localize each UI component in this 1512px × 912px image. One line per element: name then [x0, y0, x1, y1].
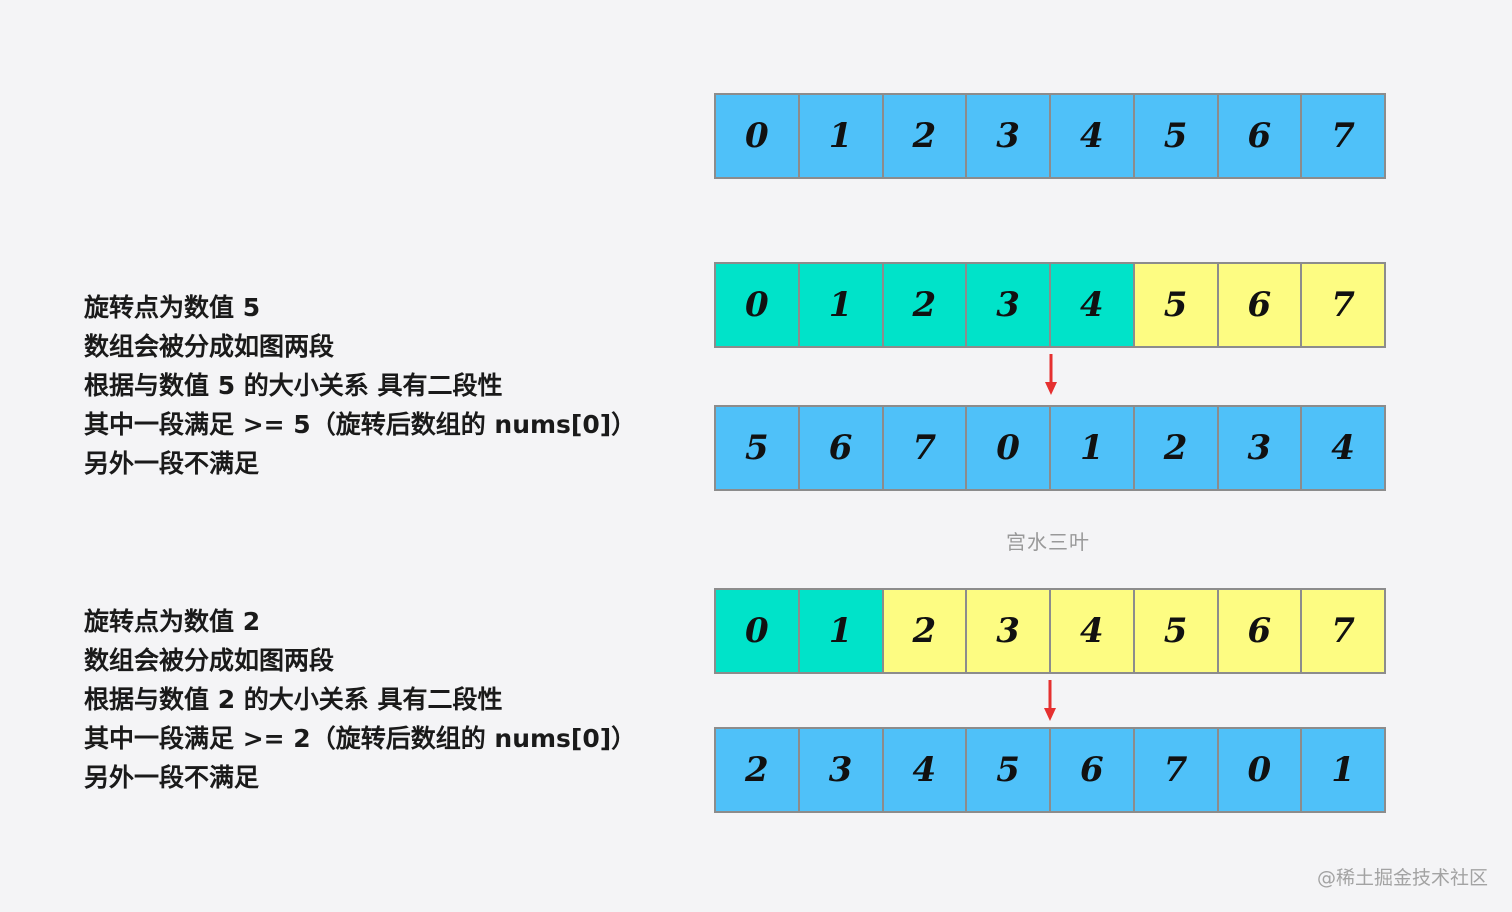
array-cell: 7	[1134, 729, 1217, 811]
text-line: 其中一段满足 >= 5（旋转后数组的 nums[0]）	[84, 410, 637, 439]
array-cell: 6	[1051, 729, 1133, 811]
text-line: 其中一段满足 >= 2（旋转后数组的 nums[0]）	[84, 724, 637, 753]
explanation-block-rotate-2: 旋转点为数值 2 数组会被分成如图两段 根据与数值 2 的大小关系 具有二段性 …	[84, 602, 636, 797]
down-arrow-icon	[1045, 354, 1057, 395]
array-cell: 7	[1302, 590, 1384, 672]
array-cell: 3	[967, 95, 1049, 177]
text-line: 旋转点为数值 5	[84, 293, 261, 322]
array-cell: 1	[1302, 729, 1384, 811]
array-cell: 6	[799, 407, 882, 489]
array-cell: 0	[967, 407, 1049, 489]
array-cell: 6	[1218, 95, 1301, 177]
text-line: 数组会被分成如图两段	[84, 332, 335, 361]
array-cell: 5	[1134, 264, 1217, 346]
array-cell: 7	[1302, 95, 1384, 177]
author-watermark: 宫水三叶	[1006, 530, 1090, 554]
array-cell: 7	[1302, 264, 1384, 346]
array-cell: 2	[716, 729, 798, 811]
down-arrow-icon	[1044, 680, 1056, 721]
array-cell: 3	[967, 264, 1049, 346]
array-cell: 5	[967, 729, 1049, 811]
array-cell: 4	[883, 729, 966, 811]
array-cell: 4	[1051, 95, 1133, 177]
text-line: 根据与数值 5 的大小关系 具有二段性	[84, 371, 503, 400]
text-line: 另外一段不满足	[84, 763, 260, 792]
site-watermark: @稀土掘金技术社区	[1316, 867, 1488, 889]
array-cell: 1	[799, 264, 882, 346]
array-cell: 3	[967, 590, 1049, 672]
array-cell: 5	[1134, 95, 1217, 177]
array-cell: 1	[799, 95, 882, 177]
array-cell: 4	[1302, 407, 1384, 489]
text-line: 另外一段不满足	[84, 449, 260, 478]
array-cell: 1	[799, 590, 882, 672]
array-cell: 0	[1218, 729, 1301, 811]
array-cell: 0	[716, 264, 798, 346]
array-cell: 6	[1218, 264, 1301, 346]
array-cell: 0	[716, 95, 798, 177]
text-line: 数组会被分成如图两段	[84, 646, 335, 675]
array-cell: 2	[883, 590, 966, 672]
array-cell: 6	[1218, 590, 1301, 672]
array-cell: 2	[883, 264, 966, 346]
array-cell: 5	[716, 407, 798, 489]
array-cell: 2	[883, 95, 966, 177]
text-line: 根据与数值 2 的大小关系 具有二段性	[84, 685, 503, 714]
array-cell: 4	[1051, 590, 1133, 672]
array-cell: 4	[1051, 264, 1133, 346]
explanation-block-rotate-5: 旋转点为数值 5 数组会被分成如图两段 根据与数值 5 的大小关系 具有二段性 …	[84, 288, 636, 483]
text-line: 旋转点为数值 2	[84, 607, 261, 636]
array-cell: 3	[799, 729, 882, 811]
array-cell: 3	[1218, 407, 1301, 489]
array-cell: 2	[1134, 407, 1217, 489]
array-cell: 0	[716, 590, 798, 672]
array-cell: 7	[883, 407, 966, 489]
array-cell: 5	[1134, 590, 1217, 672]
array-cell: 1	[1051, 407, 1133, 489]
